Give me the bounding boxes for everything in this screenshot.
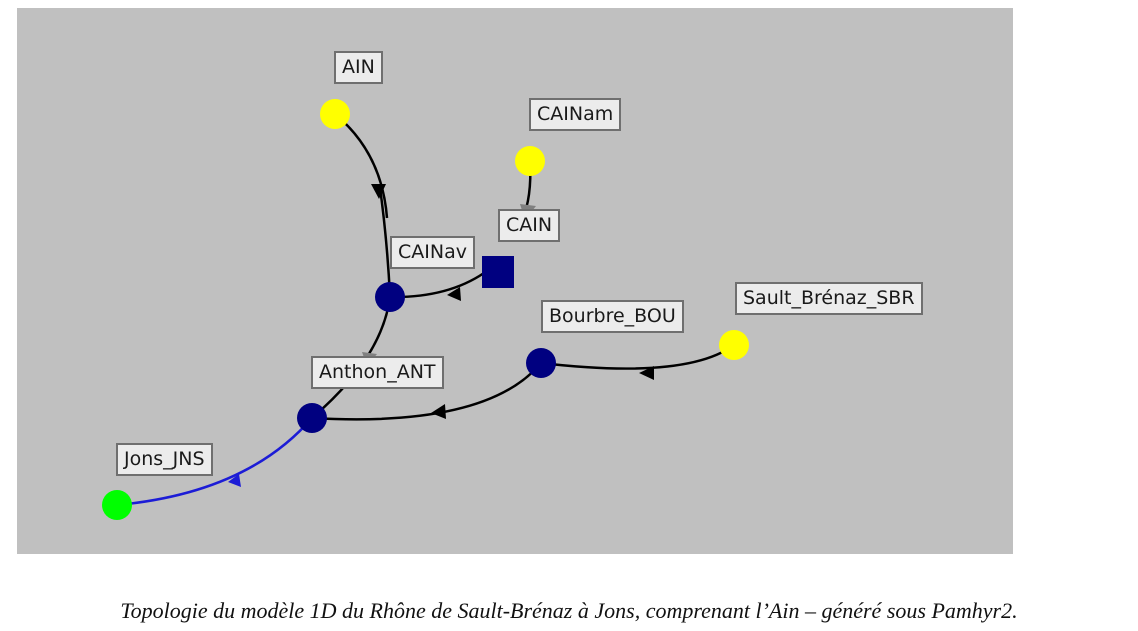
node-cainam[interactable] xyxy=(515,146,545,176)
edge-anthon-to-jons xyxy=(116,417,313,507)
label-jons-jns: Jons_JNS xyxy=(116,443,213,476)
edge-bourbre-to-anthon xyxy=(311,362,542,421)
node-jons-jns[interactable] xyxy=(102,490,132,520)
edge-ain-to-cainav xyxy=(334,113,389,219)
network-diagram: AIN CAINam CAIN CAINav Sault_Brénaz_SBR … xyxy=(17,8,1013,554)
edge-sbr-to-bourbre xyxy=(540,343,735,370)
label-bourbre-bou: Bourbre_BOU xyxy=(541,300,684,333)
label-cainam: CAINam xyxy=(529,98,622,131)
arrow-cain-cainav xyxy=(447,287,461,301)
arrow-anthon-jons xyxy=(228,474,241,487)
figure-caption: Topologie du modèle 1D du Rhône de Sault… xyxy=(120,598,1018,623)
label-sault-brenaz-sbr: Sault_Brénaz_SBR xyxy=(735,282,923,315)
label-anthon-ant: Anthon_ANT xyxy=(311,356,444,389)
arrow-bourbre-anthon xyxy=(431,404,446,419)
node-sault-brenaz-sbr[interactable] xyxy=(719,330,749,360)
arrow-ain-cainav xyxy=(371,184,386,199)
label-ain: AIN xyxy=(334,51,383,84)
node-bourbre-bou[interactable] xyxy=(526,348,556,378)
arrow-sbr-bourbre xyxy=(639,366,654,380)
label-cain: CAIN xyxy=(498,209,561,242)
node-cain-junction[interactable] xyxy=(482,256,514,288)
node-anthon-ant[interactable] xyxy=(297,403,327,433)
node-ain[interactable] xyxy=(320,99,350,129)
label-cainav: CAINav xyxy=(390,236,475,269)
node-cainav[interactable] xyxy=(375,282,405,312)
